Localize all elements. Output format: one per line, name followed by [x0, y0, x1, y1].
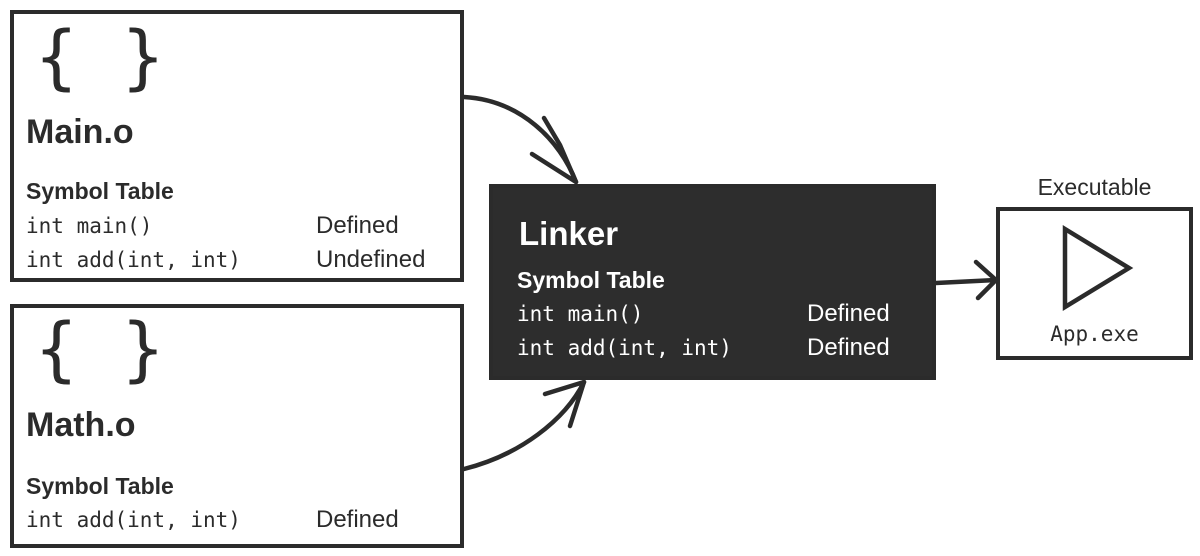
linker-symbol-table-title: Symbol Table — [517, 267, 665, 293]
executable-filename: App.exe — [1050, 322, 1139, 346]
symbol-status: Defined — [316, 506, 399, 533]
arrow-linker-to-exe — [933, 277, 999, 286]
symbol-status: Defined — [807, 300, 890, 327]
linker-title: Linker — [519, 215, 619, 252]
math-object-title: Math.o — [26, 406, 136, 444]
math-object-box: { } Math.o Symbol Table int add(int, int… — [10, 304, 464, 548]
symbol-row: int add(int, int) Defined — [517, 332, 917, 364]
symbol-status: Defined — [316, 212, 399, 239]
symbol-signature: int add(int, int) — [517, 336, 732, 360]
symbol-signature: int add(int, int) — [26, 248, 241, 272]
executable-label: Executable — [1037, 174, 1152, 200]
play-icon — [1062, 225, 1134, 311]
symbol-signature: int main() — [26, 214, 153, 238]
symbol-status: Undefined — [316, 246, 426, 273]
symbol-row: int add(int, int) Defined — [26, 504, 456, 536]
symbol-status: Defined — [807, 334, 890, 361]
braces-icon: { } — [34, 308, 176, 390]
braces-icon: { } — [34, 16, 176, 98]
symbol-signature: int main() — [517, 302, 644, 326]
symbol-signature: int add(int, int) — [26, 508, 241, 532]
main-object-box: { } Main.o Symbol Table int main() Defin… — [10, 10, 464, 282]
math-symbol-table-title: Symbol Table — [26, 473, 174, 499]
arrow-linker-to-exe-head — [973, 259, 999, 301]
main-symbol-table-title: Symbol Table — [26, 178, 174, 204]
symbol-row: int main() Defined — [517, 298, 917, 330]
symbol-row: int add(int, int) Undefined — [26, 244, 456, 276]
arrow-math-to-linker — [461, 379, 587, 472]
executable-box: App.exe — [996, 207, 1193, 360]
main-object-title: Main.o — [26, 113, 134, 151]
arrow-math-to-linker-head — [542, 379, 587, 429]
linker-box: Linker Symbol Table int main() Defined i… — [489, 184, 936, 380]
symbol-row: int main() Defined — [26, 210, 456, 242]
arrow-main-to-linker-head — [529, 115, 579, 185]
